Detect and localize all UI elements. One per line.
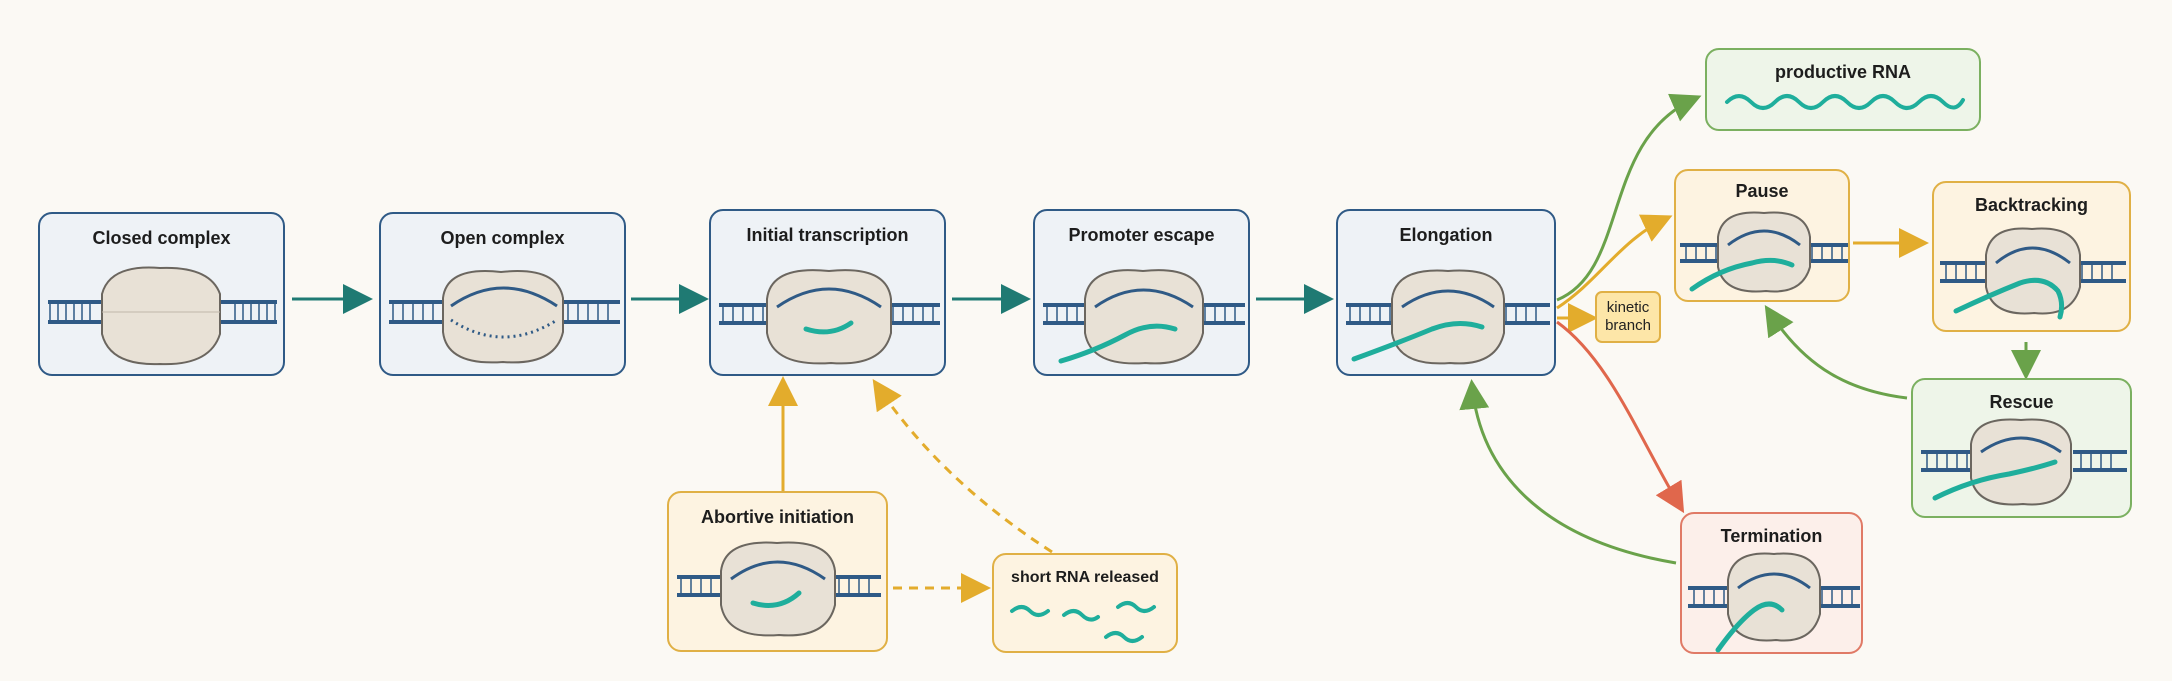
short-rna-fragments bbox=[1010, 601, 1156, 643]
open-complex-label: Open complex bbox=[440, 228, 565, 248]
short-rna-released-node: short RNA released bbox=[992, 553, 1178, 653]
productive-rna-strand bbox=[1725, 94, 1965, 110]
open-complex-illustration bbox=[389, 270, 620, 364]
arrow-termination-to-elongation bbox=[1459, 379, 1677, 565]
abortive-initiation-node: Abortive initiation bbox=[667, 491, 888, 652]
backtracking-illustration bbox=[1940, 227, 2126, 320]
promoter-escape-illustration bbox=[1043, 269, 1245, 365]
closed-complex-illustration bbox=[48, 266, 277, 366]
termination-label: Termination bbox=[1720, 526, 1823, 546]
rescue-illustration bbox=[1921, 418, 2127, 506]
productive-rna-node: productive RNA bbox=[1705, 48, 1981, 131]
arrow-short-to-initial bbox=[872, 379, 1053, 554]
termination-illustration bbox=[1688, 552, 1860, 653]
abortive-initiation-label: Abortive initiation bbox=[701, 507, 854, 527]
pause-label: Pause bbox=[1735, 181, 1789, 201]
abortive-initiation-illustration bbox=[677, 541, 881, 637]
backtracking-node: Backtracking bbox=[1932, 181, 2131, 332]
initial-transcription-label: Initial transcription bbox=[746, 225, 909, 245]
termination-node: Termination bbox=[1680, 512, 1863, 654]
pause-node: Pause bbox=[1674, 169, 1850, 302]
arrow-rescue-to-pause bbox=[1764, 304, 1908, 400]
elongation-node: Elongation bbox=[1336, 209, 1556, 376]
rescue-label: Rescue bbox=[1989, 392, 2054, 412]
kinetic-branch-badge: kinetic branch bbox=[1595, 291, 1661, 343]
initial-transcription-node: Initial transcription bbox=[709, 209, 946, 376]
backtracking-label: Backtracking bbox=[1974, 195, 2089, 215]
productive-rna-label: productive RNA bbox=[1774, 62, 1911, 82]
elongation-illustration bbox=[1346, 269, 1550, 365]
elongation-label: Elongation bbox=[1399, 225, 1493, 245]
arrow-elongation-to-termination bbox=[1556, 320, 1685, 514]
rescue-node: Rescue bbox=[1911, 378, 2132, 518]
promoter-escape-label: Promoter escape bbox=[1068, 225, 1215, 245]
pause-illustration bbox=[1680, 211, 1848, 293]
arrow-elongation-to-productive bbox=[1556, 93, 1702, 302]
open-complex-node: Open complex bbox=[379, 212, 626, 376]
closed-complex-node: Closed complex bbox=[38, 212, 285, 376]
initial-transcription-illustration bbox=[719, 269, 940, 365]
promoter-escape-node: Promoter escape bbox=[1033, 209, 1250, 376]
closed-complex-label: Closed complex bbox=[92, 228, 231, 248]
arrow-elongation-to-pause bbox=[1556, 214, 1673, 310]
short-rna-released-label: short RNA released bbox=[1011, 569, 1159, 586]
